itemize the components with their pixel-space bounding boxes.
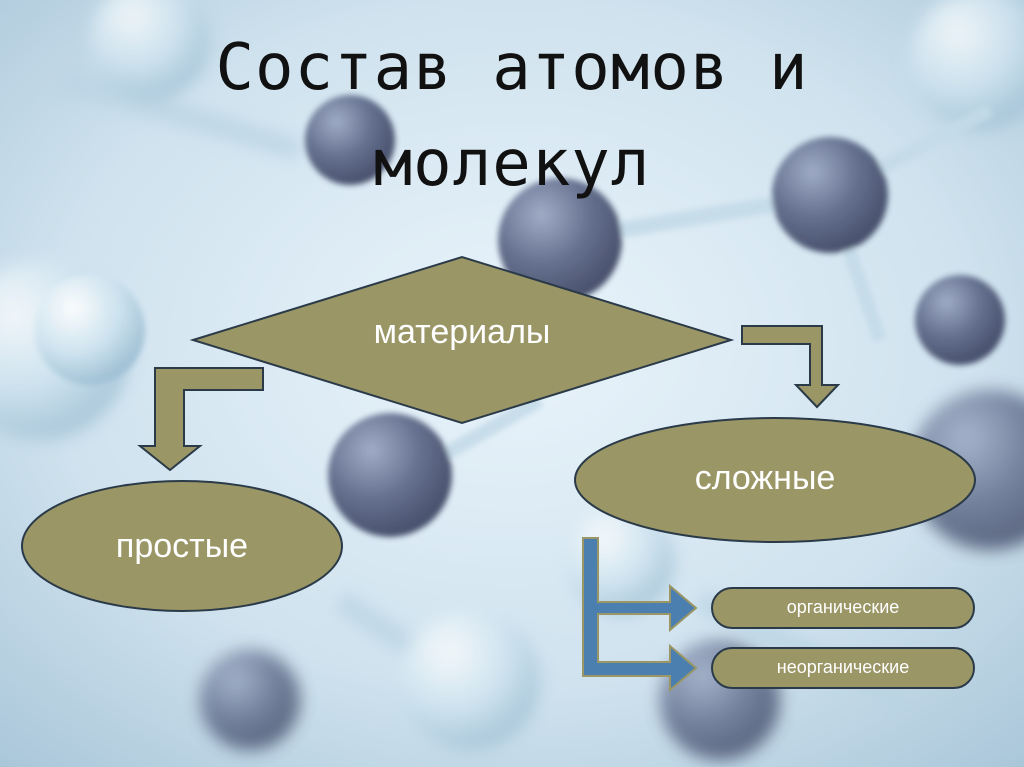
node-root-label: материалы bbox=[373, 313, 551, 351]
node-inorganic-label: неорганические bbox=[776, 657, 910, 677]
node-organic-label: органические bbox=[786, 597, 900, 617]
slide-title-line-1: Состав атомов и bbox=[215, 31, 809, 105]
arrow-to-subtypes bbox=[582, 537, 698, 693]
node-root-diamond bbox=[189, 255, 735, 425]
node-complex-label: сложные bbox=[694, 459, 836, 497]
node-organic-pill bbox=[711, 587, 975, 629]
node-complex-ellipse bbox=[574, 417, 976, 543]
arrow-to-complex bbox=[741, 325, 841, 409]
arrow-to-simple bbox=[137, 367, 264, 472]
node-simple-label: простые bbox=[115, 527, 249, 565]
node-inorganic-pill bbox=[711, 647, 975, 689]
slide-title-line-2: молекул bbox=[373, 127, 651, 201]
node-simple-ellipse bbox=[21, 480, 343, 612]
